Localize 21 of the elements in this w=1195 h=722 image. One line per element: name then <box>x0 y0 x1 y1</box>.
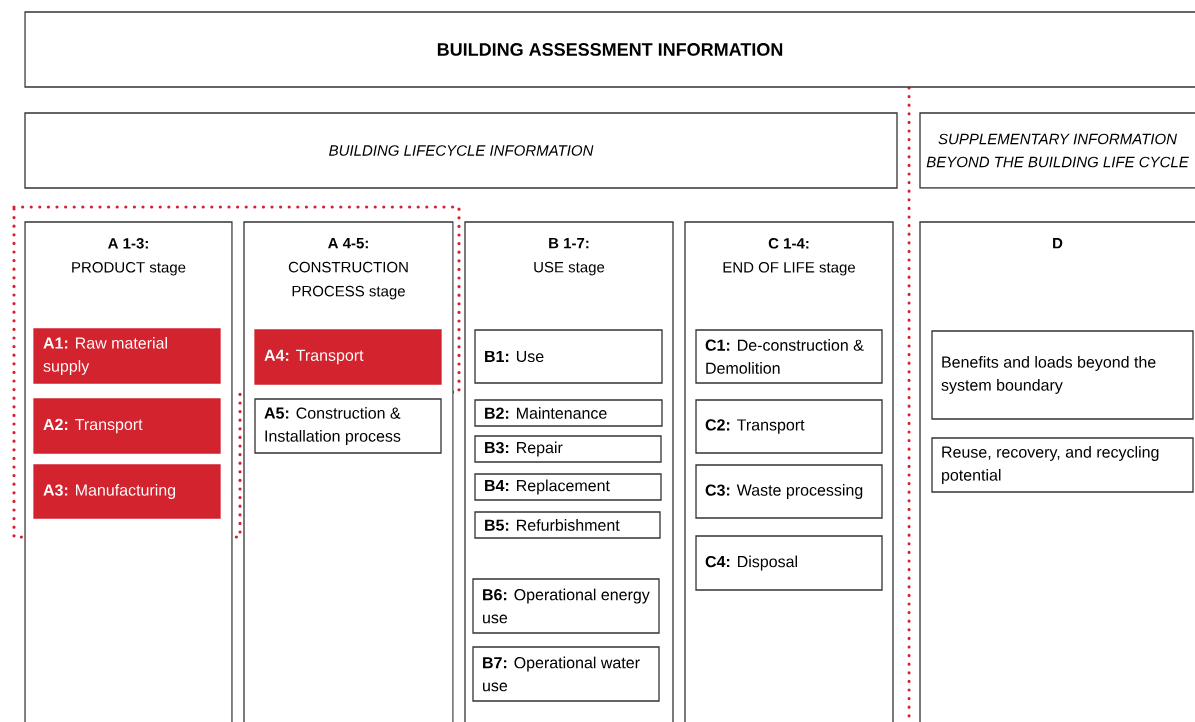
module-box: B4: Replacement <box>474 473 662 501</box>
module-box: A4: Transport <box>254 329 442 385</box>
module-box: C2: Transport <box>695 399 883 454</box>
title-box: BUILDING ASSESSMENT INFORMATION <box>24 11 1195 88</box>
module-box: C1: De-construction & Demolition <box>695 329 883 384</box>
module-box: C4: Disposal <box>695 535 883 591</box>
module-box: B1: Use <box>474 329 663 384</box>
module-box: Reuse, recovery, and recycling potential <box>931 437 1194 493</box>
module-box: Benefits and loads beyond the system boundary <box>931 330 1194 420</box>
module-box: A3: Manufacturing <box>33 464 221 519</box>
module-box: C3: Waste processing <box>695 464 883 519</box>
module-box: B5: Refurbishment <box>474 511 661 539</box>
module-box: B3: Repair <box>474 435 662 463</box>
module-box: B7: Operational water use <box>472 646 660 702</box>
module-box: B2: Maintenance <box>474 399 663 427</box>
module-box: A5: Construction & Installation process <box>254 398 442 454</box>
module-box: A1: Raw material supply <box>33 328 221 384</box>
section-header-box: BUILDING LIFECYCLE INFORMATION <box>24 112 898 189</box>
module-box: A2: Transport <box>33 398 221 454</box>
section-header-box: SUPPLEMENTARY INFORMATION BEYOND THE BUILDING LIFE CYCLE <box>919 112 1195 189</box>
module-box: B6: Operational energy use <box>472 578 660 634</box>
